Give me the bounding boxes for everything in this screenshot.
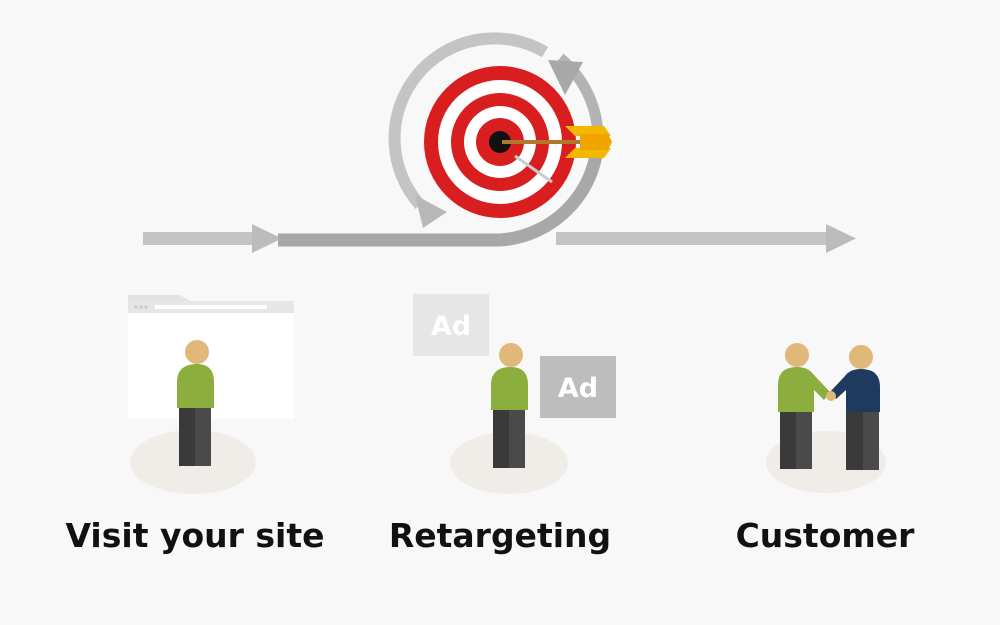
dart-icon [502, 126, 612, 158]
person-icon [177, 340, 214, 466]
stage-label-retargeting: Retargeting [388, 516, 612, 555]
handshake-icon [778, 343, 880, 470]
flow-arrow-right [556, 224, 856, 253]
ad-banner: Ad [413, 294, 489, 356]
stage-label-customer: Customer [735, 516, 915, 555]
ad-banner: Ad [540, 356, 616, 418]
target-icon [424, 66, 576, 218]
stage-label-visit: Visit your site [65, 516, 325, 555]
ad-label: Ad [558, 373, 598, 404]
person-icon [491, 343, 528, 468]
flow-arrow-left [143, 224, 282, 253]
ad-label: Ad [431, 311, 471, 342]
